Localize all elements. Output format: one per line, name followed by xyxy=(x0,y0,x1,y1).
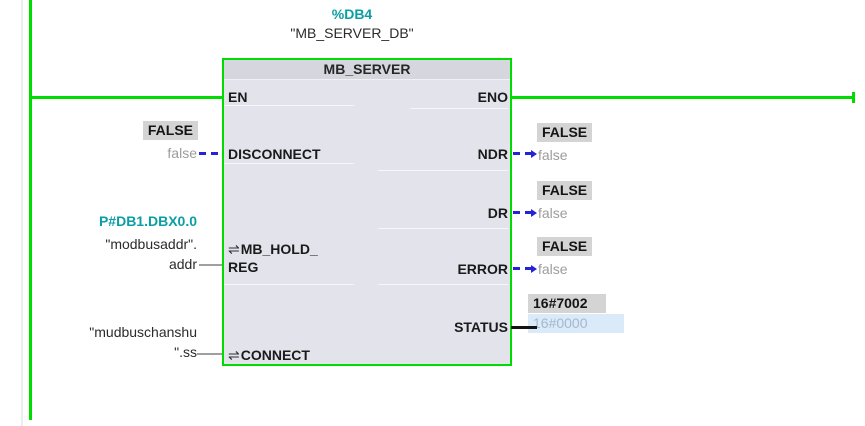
mb-hold-reg-operand-line1[interactable]: "modbusaddr". xyxy=(105,236,197,252)
inout-icon: ⇌ xyxy=(228,241,240,257)
dr-operand[interactable]: false xyxy=(538,205,568,221)
monitor-chip[interactable]: 16#7002 xyxy=(528,294,606,313)
error-operand[interactable]: false xyxy=(538,261,568,277)
disconnect-operand[interactable]: false xyxy=(167,145,197,161)
separator xyxy=(410,108,508,109)
separator xyxy=(378,228,508,229)
separator xyxy=(224,163,354,164)
mb-hold-reg-pointer[interactable]: P#DB1.DBX0.0 xyxy=(98,213,197,229)
separator xyxy=(224,284,354,285)
connect-operand-line1[interactable]: "mudbuschanshu xyxy=(89,324,197,340)
editor-margin-line xyxy=(21,0,23,426)
param-error[interactable]: ERROR xyxy=(457,261,508,277)
status-operand-box: 16#0000 xyxy=(528,314,624,333)
param-status[interactable]: STATUS xyxy=(454,319,508,335)
monitor-chip[interactable]: FALSE xyxy=(537,123,593,142)
dr-bool-wire xyxy=(513,211,532,214)
param-mb-hold-reg-line2[interactable]: REG xyxy=(228,259,259,275)
separator xyxy=(378,170,508,171)
wire-arrow-icon xyxy=(531,209,537,217)
mb-hold-reg-wire xyxy=(199,264,222,266)
inout-icon: ⇌ xyxy=(228,347,240,363)
monitor-chip[interactable]: FALSE xyxy=(537,237,593,256)
status-wire xyxy=(511,326,537,329)
param-en[interactable]: EN xyxy=(228,89,248,105)
error-bool-wire xyxy=(513,267,532,270)
separator xyxy=(224,105,354,106)
monitor-chip[interactable]: FALSE xyxy=(537,181,593,200)
power-rail xyxy=(29,0,32,420)
mb-hold-reg-operand-line2[interactable]: addr xyxy=(168,256,197,272)
disconnect-monitor: FALSE xyxy=(38,121,198,140)
disconnect-bool-wire xyxy=(199,152,221,155)
param-ndr[interactable]: NDR xyxy=(477,146,508,162)
en-power-wire xyxy=(31,96,222,99)
status-operand[interactable]: 16#0000 xyxy=(528,314,624,333)
error-monitor: FALSE xyxy=(537,237,593,256)
wire-arrow-icon xyxy=(531,150,537,158)
param-dr[interactable]: DR xyxy=(487,205,508,221)
ndr-bool-wire xyxy=(513,152,532,155)
param-eno[interactable]: ENO xyxy=(477,89,508,105)
separator xyxy=(378,284,508,285)
wire-terminator-icon xyxy=(852,92,855,103)
connect-operand-line2[interactable]: ".ss xyxy=(174,344,197,360)
block-title[interactable]: MB_SERVER xyxy=(224,60,510,80)
connect-wire xyxy=(197,353,222,355)
eno-power-wire xyxy=(510,96,854,99)
dr-monitor: FALSE xyxy=(537,181,593,200)
mb-server-block[interactable] xyxy=(222,58,512,366)
instance-header: %DB4 "MB_SERVER_DB" xyxy=(202,5,502,43)
ndr-monitor: FALSE xyxy=(537,123,593,142)
ndr-operand[interactable]: false xyxy=(538,147,568,163)
param-connect[interactable]: ⇌CONNECT xyxy=(228,347,310,363)
param-disconnect[interactable]: DISCONNECT xyxy=(228,146,321,162)
status-monitor: 16#7002 xyxy=(528,294,606,313)
monitor-chip[interactable]: FALSE xyxy=(142,121,198,140)
instance-db-name[interactable]: "MB_SERVER_DB" xyxy=(290,25,414,41)
wire-arrow-icon xyxy=(531,265,537,273)
instance-db-address[interactable]: %DB4 xyxy=(331,6,373,22)
param-mb-hold-reg-line1[interactable]: ⇌MB_HOLD_ xyxy=(228,241,318,257)
